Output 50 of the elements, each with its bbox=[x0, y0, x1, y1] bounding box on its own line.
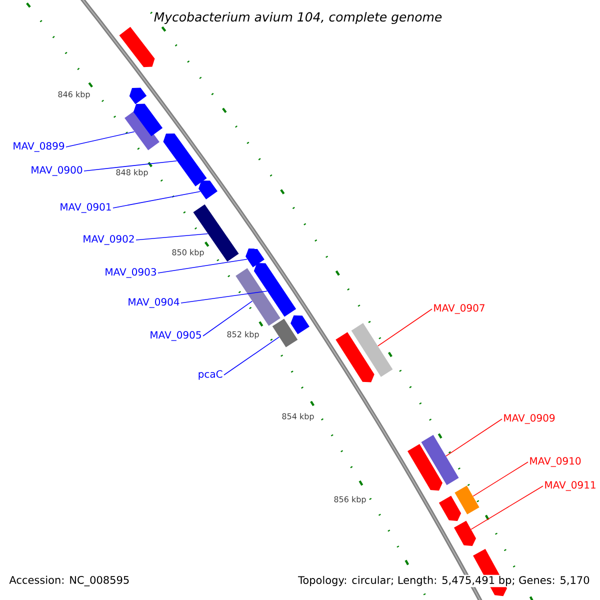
scale-label: 856 kbp bbox=[334, 496, 366, 504]
gene-bar bbox=[272, 318, 298, 348]
leader-line bbox=[136, 233, 208, 240]
gene-bar bbox=[236, 268, 280, 326]
gene-block bbox=[129, 88, 147, 104]
gene-bar bbox=[351, 323, 393, 377]
leader-line bbox=[84, 160, 178, 172]
gene-label: MAV_0904 bbox=[128, 298, 180, 308]
gene-label: MAV_0903 bbox=[106, 268, 156, 278]
scale-label: 854 kbp bbox=[282, 413, 314, 421]
gene-label: MAV_0899 bbox=[14, 142, 64, 152]
leader-line bbox=[224, 336, 280, 376]
gene-block bbox=[336, 332, 374, 382]
leader-line bbox=[158, 258, 248, 274]
gene-label: MAV_0905 bbox=[150, 331, 201, 341]
gene-block bbox=[454, 520, 476, 546]
leader-line bbox=[472, 462, 528, 497]
scale-label: 850 kbp bbox=[172, 249, 204, 257]
scale-label: 846 kbp bbox=[58, 91, 90, 99]
gene-label: MAV_0911 bbox=[545, 481, 596, 491]
title: Mycobacterium avium 104, complete genome bbox=[154, 12, 442, 24]
leader-line bbox=[112, 191, 201, 208]
gene-block bbox=[198, 180, 218, 200]
gene-block bbox=[163, 134, 207, 186]
gene-label: MAV_0907 bbox=[434, 304, 484, 314]
leader-line bbox=[378, 308, 432, 346]
leader-line bbox=[446, 418, 502, 456]
gene-block bbox=[408, 444, 442, 491]
gene-block bbox=[119, 26, 155, 68]
gene-label: MAV_0902 bbox=[84, 235, 134, 245]
gene-block bbox=[254, 263, 296, 317]
leader-line bbox=[470, 486, 544, 530]
gene-label: MAV_0900 bbox=[32, 166, 82, 176]
gene-label: pcaC bbox=[198, 370, 222, 380]
gene-label: MAV_0909 bbox=[504, 414, 555, 424]
accession-text: Accession: NC_008595 bbox=[9, 576, 129, 586]
leader-line bbox=[202, 300, 253, 336]
gene-block bbox=[246, 248, 264, 268]
summary-text: Topology: circular; Length: 5,475,491 bp; Genes: 5,170 bbox=[297, 574, 591, 588]
scale-label: 848 kbp bbox=[116, 169, 148, 177]
gene-block bbox=[290, 315, 310, 334]
gene-bar bbox=[454, 486, 480, 514]
gene-block bbox=[438, 496, 462, 521]
gene-bar bbox=[421, 434, 459, 486]
leader-line bbox=[180, 290, 268, 304]
gene-label: MAV_0901 bbox=[60, 203, 111, 213]
gene-label: MAV_0910 bbox=[530, 457, 581, 467]
leader-line bbox=[66, 131, 135, 148]
gene-block bbox=[133, 104, 163, 136]
scale-label: 852 kbp bbox=[227, 331, 259, 339]
